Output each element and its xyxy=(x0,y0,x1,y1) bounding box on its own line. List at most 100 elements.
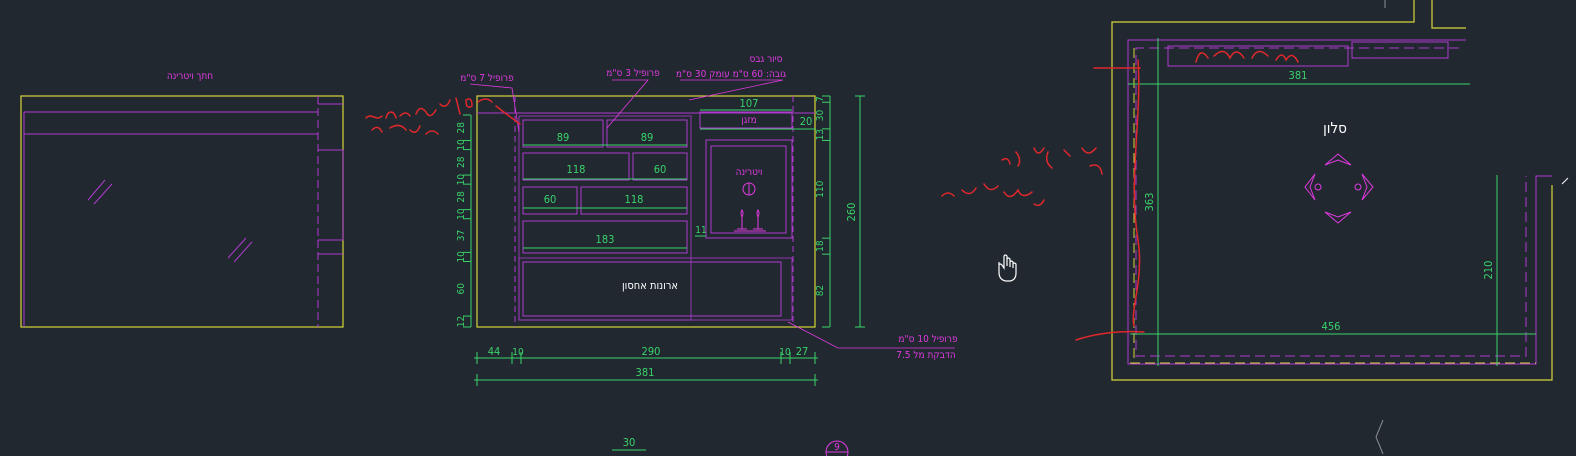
cabinet-cell xyxy=(632,152,688,181)
glass-hatch xyxy=(93,183,113,205)
cell-dimension-lines xyxy=(523,109,816,249)
detail-marker-number: 9 xyxy=(834,442,840,453)
bottom-dim-27: 27 xyxy=(796,345,809,358)
bottom-dim-10: 10 xyxy=(512,347,524,358)
panel-detail xyxy=(318,149,344,241)
cell-dim-89: 89 xyxy=(557,131,570,144)
markup-scribble-middle xyxy=(1001,147,1103,175)
markup-plan-line xyxy=(1093,59,1141,327)
compass-arrows-icon xyxy=(1304,153,1374,224)
room-name-label: סלון xyxy=(1323,119,1347,137)
vitrine-gap-dim: 11 xyxy=(695,225,706,236)
markup-scribble-left xyxy=(365,97,521,125)
extra-dim-30: 30 xyxy=(623,436,636,449)
cabinet-cell xyxy=(522,119,604,148)
right-dim-30: 30 xyxy=(815,110,826,122)
plan-dim-210: 210 xyxy=(1482,261,1495,280)
vitrine-label: ויטרינה xyxy=(736,167,763,178)
bottom-total-dim: 381 xyxy=(636,366,655,379)
elevation-outline xyxy=(476,95,816,328)
leader-line xyxy=(680,79,784,101)
red-markup-layer xyxy=(365,50,1299,341)
vitrine-section-outline xyxy=(20,95,344,328)
right-dim-82: 82 xyxy=(815,285,826,296)
storage-closet-label: ארונות אחסון xyxy=(622,279,678,292)
plan-inner-wall xyxy=(1127,39,1552,365)
plan-dim-456: 456 xyxy=(1322,320,1341,333)
hand-cursor-icon[interactable] xyxy=(998,254,1017,282)
ac-width-dim: 107 xyxy=(740,97,759,110)
living-room-plan: 381 363 210 456 סלון xyxy=(1111,0,1569,455)
left-dim-28: 28 xyxy=(456,156,467,168)
cell-dim-118: 118 xyxy=(567,163,586,176)
markup-scribble-middle xyxy=(941,183,1045,207)
ac-unit xyxy=(699,111,793,129)
vitrine-section-title: חתך ויטרינה xyxy=(167,71,213,82)
cell-dim-183: 183 xyxy=(596,233,615,246)
leader-line xyxy=(469,83,520,133)
left-dim-37: 37 xyxy=(456,230,467,241)
vitrine-frame xyxy=(705,139,793,239)
top-note-label: סיור גבס xyxy=(750,54,783,65)
profile-7-label: פרופיל 7 ס"מ xyxy=(460,73,514,84)
plan-wall-outline xyxy=(1431,0,1466,29)
plan-dashed-furniture xyxy=(1135,47,1527,357)
left-dim-60: 60 xyxy=(456,283,467,295)
plan-wall-unit xyxy=(1351,41,1449,59)
leader-line xyxy=(606,79,649,129)
left-dim-28: 28 xyxy=(456,191,467,203)
bottom-dimension-lines xyxy=(474,352,818,386)
cell-dim-60: 60 xyxy=(544,193,557,206)
right-dim-110: 110 xyxy=(815,180,826,197)
left-dim-12: 12 xyxy=(456,316,467,327)
right-dim-13: 13 xyxy=(815,129,826,140)
plan-wall-unit xyxy=(1167,45,1349,67)
closet-frame xyxy=(518,257,793,321)
bottom-dim-10: 10 xyxy=(779,347,791,358)
closet-box xyxy=(522,261,782,317)
ac-gap-dim: 20 xyxy=(800,115,813,128)
candle-icon xyxy=(734,209,766,232)
profile-10-label: פרופיל 10 ס"מ xyxy=(898,334,958,345)
markup-scribble-plan xyxy=(1195,50,1299,63)
furniture-elevation: פרופיל 7 ס"מ פרופיל 3 ס"מ סיור גבס גובה:… xyxy=(456,54,958,456)
right-dimension-chain: 7 30 13 110 18 82 xyxy=(815,95,830,328)
cell-dim-60: 60 xyxy=(654,163,667,176)
depth-note-label: גובה: 60 ס"מ עומק 30 ס"מ xyxy=(676,69,787,80)
plan-dim-381: 381 xyxy=(1289,69,1308,82)
cabinet-cell xyxy=(522,186,578,215)
right-dim-18: 18 xyxy=(815,240,826,252)
cabinet-cell xyxy=(580,186,688,215)
plan-marker-tick xyxy=(1561,177,1569,185)
vitrine-inner xyxy=(710,145,787,234)
bottom-dim-44: 44 xyxy=(488,345,501,358)
cell-dim-89: 89 xyxy=(641,131,654,144)
right-dim-7: 7 xyxy=(815,96,826,102)
cabinet-cell xyxy=(522,220,688,254)
left-dim-10: 10 xyxy=(456,174,467,186)
ac-label: מזגן xyxy=(741,115,756,126)
markup-scribble-left xyxy=(371,124,439,135)
markup-plan-line xyxy=(1075,330,1145,341)
cabinet-cell xyxy=(522,152,630,181)
left-dim-10: 10 xyxy=(456,139,467,151)
cell-dim-118: 118 xyxy=(625,193,644,206)
plan-wall-outline xyxy=(1111,0,1553,381)
total-height-dim: 260 xyxy=(845,203,858,222)
glue-note-label: הדבקת מל 7.5 xyxy=(896,350,956,361)
profile-3-label: פרופיל 3 ס"מ xyxy=(606,68,660,79)
glass-hatch xyxy=(87,179,106,201)
leader-line xyxy=(787,321,955,349)
left-dim-28: 28 xyxy=(456,122,467,134)
section-arrow-icon xyxy=(1375,419,1384,455)
glass-hatch xyxy=(233,241,253,263)
left-dimension-chain: 28 10 28 10 28 10 37 10 60 12 xyxy=(456,114,471,328)
cabinet-cell xyxy=(606,119,688,148)
glass-hatch xyxy=(227,237,247,259)
plan-dim-363: 363 xyxy=(1143,193,1156,212)
left-dim-10: 10 xyxy=(456,208,467,220)
vitrine-section-view: חתך ויטרינה xyxy=(20,71,344,328)
left-dim-10: 10 xyxy=(456,251,467,263)
bottom-dim-290: 290 xyxy=(642,345,661,358)
